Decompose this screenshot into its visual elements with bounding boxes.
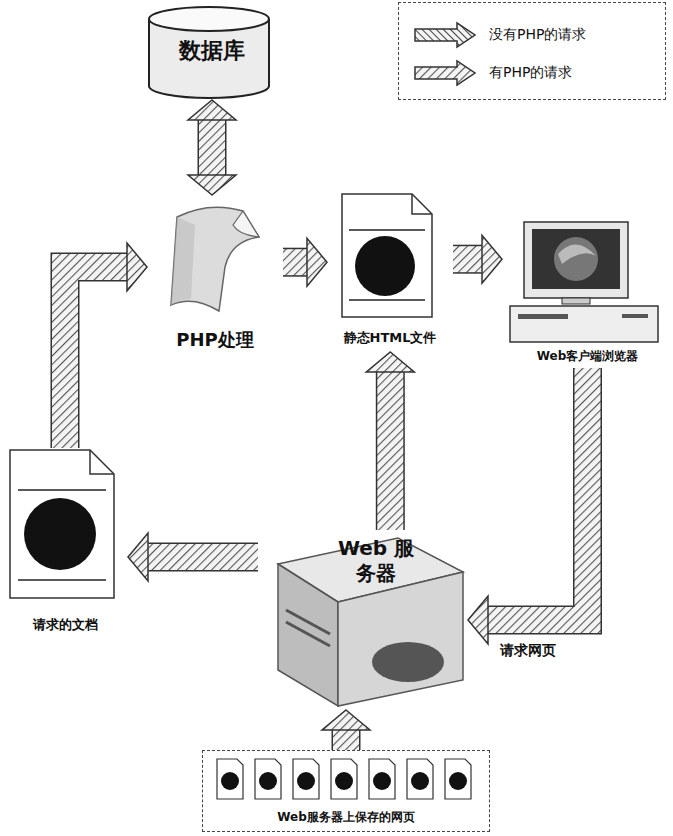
legend-box: 没有PHP的请求有PHP的请求 bbox=[398, 2, 666, 100]
arrow-head bbox=[468, 596, 488, 644]
arrow-head bbox=[188, 175, 236, 195]
node-label: Web客户端浏览器 bbox=[502, 349, 673, 364]
arrow-head bbox=[127, 243, 147, 291]
arrow-head bbox=[366, 352, 414, 372]
html-document: 静态HTML文件 bbox=[327, 192, 453, 352]
node-label: Web 服务器 bbox=[336, 536, 416, 586]
node-label: 静态HTML文件 bbox=[327, 330, 453, 346]
arrow-outline bbox=[65, 267, 127, 448]
arrow-shaft bbox=[65, 267, 127, 448]
flow-arrow bbox=[322, 710, 370, 750]
saved-pages-icon bbox=[203, 751, 485, 807]
browser-computer: Web客户端浏览器 bbox=[502, 220, 673, 368]
legend-row: 有PHP的请求 bbox=[413, 59, 572, 87]
php-process-icon bbox=[147, 195, 277, 315]
flow-arrow bbox=[188, 100, 236, 195]
legend-row: 没有PHP的请求 bbox=[413, 21, 586, 49]
flow-arrow bbox=[128, 533, 258, 581]
saved-pages: Web服务器上保存的网页 bbox=[202, 750, 490, 832]
php-process: PHP处理 bbox=[147, 195, 283, 355]
legend-arrow-shape bbox=[415, 23, 475, 47]
node-label: PHP处理 bbox=[147, 329, 283, 352]
arrow-head bbox=[128, 533, 148, 581]
flow-arrow bbox=[366, 352, 414, 530]
legend-arrow-shape bbox=[415, 61, 475, 85]
browser-computer-icon bbox=[502, 220, 667, 344]
arrow-head bbox=[307, 238, 327, 286]
arrow-outline bbox=[332, 730, 361, 750]
legend-text: 有PHP的请求 bbox=[489, 64, 572, 82]
flow-arrow bbox=[65, 243, 147, 448]
arrow-head bbox=[322, 710, 370, 730]
flow-arrow bbox=[453, 235, 502, 283]
node-label: 请求的文档 bbox=[2, 617, 128, 633]
legend-arrow bbox=[413, 21, 477, 49]
node-label: 数据库 bbox=[147, 37, 277, 65]
arrow-head bbox=[188, 100, 236, 120]
arrow-outline bbox=[453, 245, 482, 274]
flow-arrow bbox=[283, 238, 327, 286]
legend-text: 没有PHP的请求 bbox=[489, 26, 586, 44]
arrow-shaft bbox=[283, 249, 307, 275]
arrow-head bbox=[482, 235, 502, 283]
arrow-outline bbox=[488, 368, 588, 620]
arrow-outline bbox=[198, 120, 227, 175]
html-document-icon bbox=[327, 192, 447, 320]
node-label: Web服务器上保存的网页 bbox=[203, 810, 489, 825]
arrow-shaft bbox=[377, 372, 403, 530]
database-cylinder: 数据库 bbox=[147, 5, 277, 100]
arrow-shaft bbox=[488, 368, 588, 620]
request-document: 请求的文档 bbox=[2, 448, 128, 643]
edge-label: 请求网页 bbox=[497, 642, 559, 660]
arrow-shaft bbox=[333, 730, 359, 750]
web-server: Web 服务器 bbox=[258, 530, 468, 710]
request-document-icon bbox=[2, 448, 122, 600]
arrow-outline bbox=[283, 248, 307, 277]
arrow-outline bbox=[376, 372, 405, 530]
flow-arrow bbox=[468, 368, 588, 644]
arrow-shaft bbox=[453, 246, 482, 272]
arrow-shaft bbox=[199, 120, 225, 175]
legend-arrow bbox=[413, 59, 477, 87]
arrow-shaft bbox=[148, 544, 258, 570]
arrow-outline bbox=[148, 543, 258, 572]
